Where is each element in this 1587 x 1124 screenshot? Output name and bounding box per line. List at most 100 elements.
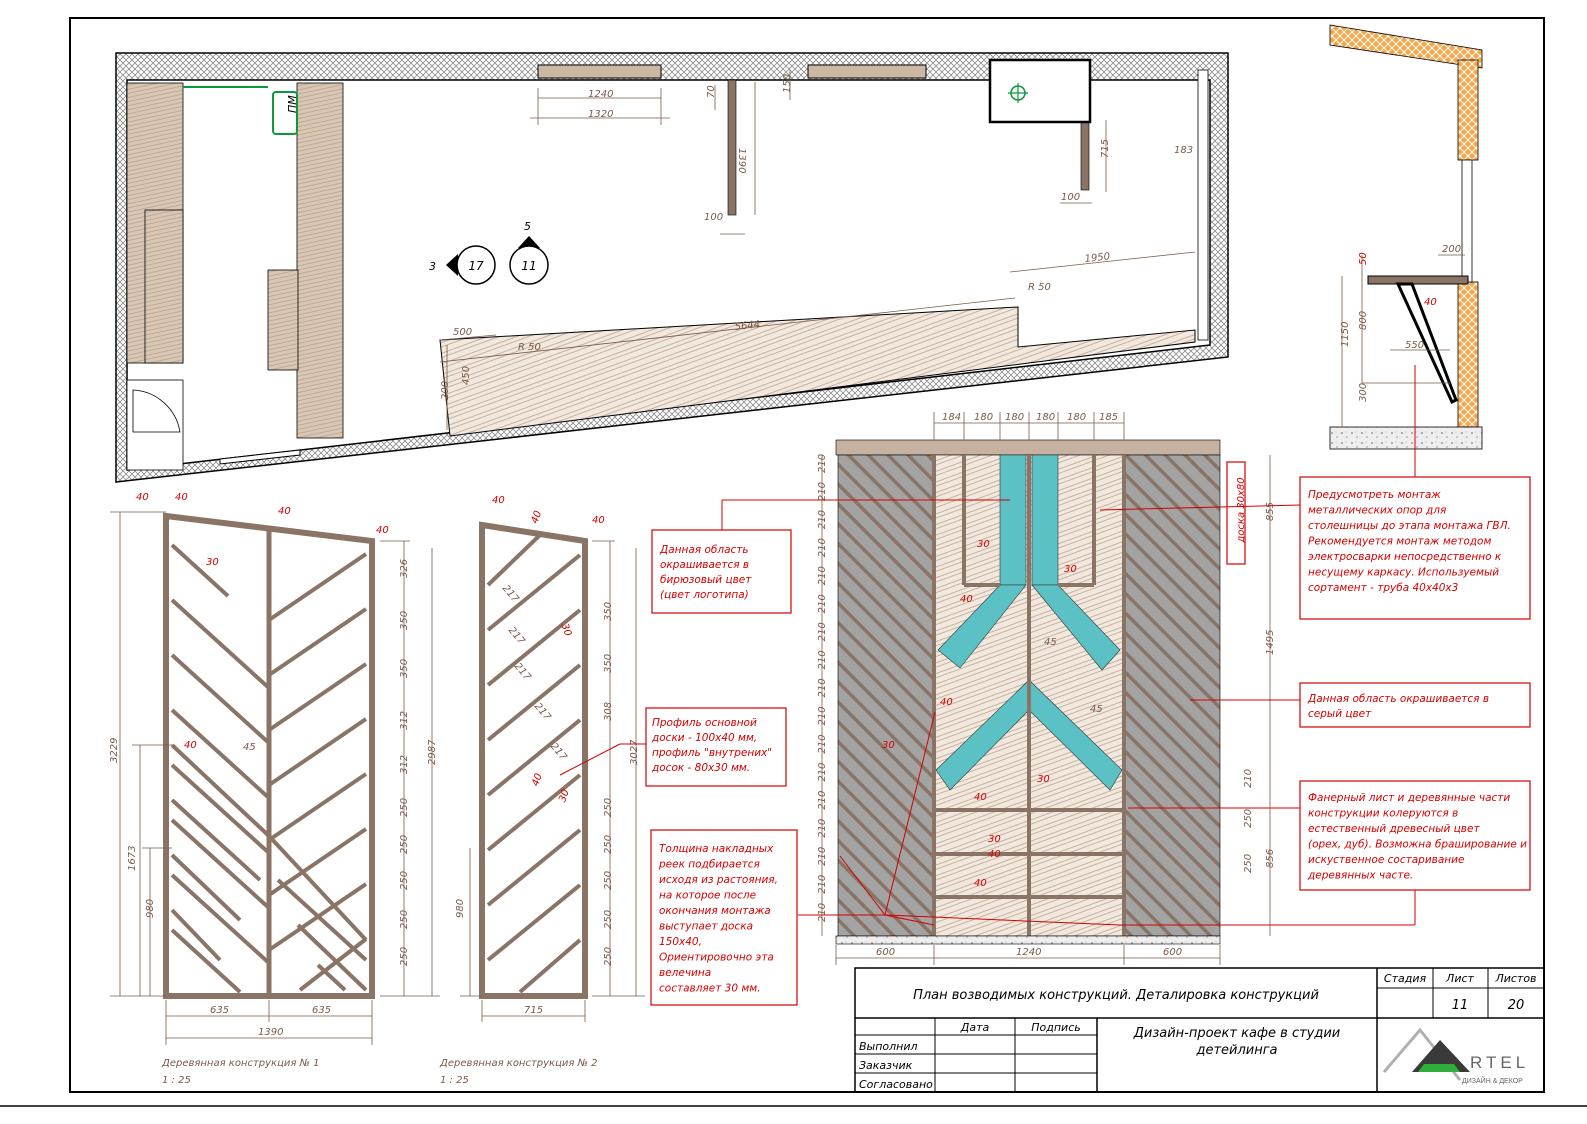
p1-right-2: 350	[399, 659, 410, 678]
dim-70: 70	[706, 85, 717, 98]
elev-top-3: 180	[1036, 412, 1055, 423]
p2-right-4: 250	[603, 835, 614, 854]
elev-a40c: 40	[974, 792, 987, 803]
elevation: 184 180 180 180 180 185 2102102102102102…	[817, 412, 1276, 965]
partition-a	[727, 79, 737, 216]
title-sheets-value: 20	[1508, 998, 1525, 1013]
p2-top-40b: 40	[530, 509, 545, 525]
panel1-caption: Деревянная конструкция № 1	[161, 1058, 320, 1069]
door-frame	[126, 379, 184, 471]
elev-top-2: 180	[1005, 412, 1024, 423]
p1-top-40a: 40	[136, 492, 149, 503]
elev-a40d: 40	[988, 849, 1001, 860]
elev-left-dim: 210	[817, 875, 828, 894]
turq-chevron-top-r	[1031, 584, 1121, 671]
elev-left-dim: 210	[817, 622, 828, 641]
window-bottom	[219, 449, 301, 465]
p1-right-3: 312	[399, 711, 410, 730]
elev-right-gray	[1123, 454, 1221, 937]
panel2-frame	[479, 521, 588, 999]
turq-strip-left	[999, 454, 1027, 586]
elev-bottom-1: 1240	[1016, 947, 1041, 958]
elev-left-dim: 210	[817, 706, 828, 725]
sec-dim-550: 550	[1405, 340, 1424, 351]
panel2-scale: 1 : 25	[440, 1075, 469, 1086]
p1-right-6: 250	[399, 835, 410, 854]
marker-top-num: 5	[524, 220, 531, 233]
board-label-box	[1226, 461, 1246, 565]
elev-right-1495: 1495	[1265, 630, 1276, 655]
elev-left-dim: 210	[817, 735, 828, 754]
section-bracket	[1395, 282, 1458, 405]
p1-h1673: 1673	[127, 846, 138, 871]
panel1-planks	[170, 543, 368, 994]
dim-150: 150	[782, 74, 793, 93]
p2-d30a: 30	[558, 622, 573, 638]
dim-5644: 5644	[734, 319, 760, 333]
title-role-0: Выполнил	[859, 1040, 918, 1053]
equipment-label: ПМ	[286, 95, 299, 113]
bar-counter	[439, 306, 1196, 437]
p1-top-40d: 40	[376, 525, 389, 536]
p1-right-4: 312	[399, 755, 410, 774]
p2-right-5: 250	[603, 871, 614, 890]
elev-a40b: 40	[940, 697, 953, 708]
p1-right-7: 250	[399, 871, 410, 890]
marker-right-circle	[509, 245, 549, 285]
sec-dim-300: 300	[1358, 383, 1369, 402]
title-block	[854, 967, 1545, 1093]
p1-right-9: 250	[399, 947, 410, 966]
logo-sub: ДИЗАЙН & ДЕКОР	[1462, 1076, 1523, 1085]
elev-top-1: 180	[974, 412, 993, 423]
elev-left-dim: 210	[817, 594, 828, 613]
elev-right-250a: 250	[1243, 809, 1254, 828]
p1-right-0: 326	[399, 559, 410, 578]
title-stage-label: Стадия	[1384, 972, 1427, 985]
section-ceiling	[1329, 24, 1483, 69]
dim-715: 715	[1100, 139, 1111, 158]
marker-right-circle-text: 11	[521, 259, 536, 273]
title-main: План возводимых конструкций. Деталировка…	[913, 988, 1319, 1003]
dim-500: 500	[453, 327, 472, 338]
panel-1: 40 40 40 40 30 40 45 326 350 350 312 312…	[109, 492, 440, 1086]
logo-text: RTEL	[1470, 1053, 1529, 1072]
dim-r50-left: R 50	[518, 342, 541, 353]
elev-left-dim: 210	[817, 538, 828, 557]
elev-left-dim: 210	[817, 510, 828, 529]
p2-h3027: 3027	[629, 739, 640, 765]
corner-room	[988, 58, 1092, 124]
elev-left-dim: 210	[817, 566, 828, 585]
elev-left-dim: 210	[817, 903, 828, 922]
elev-ang45b: 45	[1090, 704, 1103, 715]
elev-right-856: 856	[1265, 849, 1276, 868]
p1-dim-30: 30	[206, 557, 219, 568]
turq-chevron-top	[937, 584, 1027, 669]
marker-top-arrow	[518, 236, 540, 248]
p2-right-0: 350	[603, 602, 614, 621]
dim-100a: 100	[704, 212, 723, 223]
elev-a30a: 30	[977, 539, 990, 550]
elev-a30d: 30	[988, 834, 1001, 845]
p1-right-5: 250	[399, 798, 410, 817]
section-insulation-top	[1457, 59, 1479, 161]
panel2-planks	[486, 533, 582, 994]
elev-a30c: 30	[1037, 774, 1050, 785]
elev-top-board	[835, 439, 1221, 456]
window-top-2	[807, 64, 927, 79]
marker-left-arrow	[446, 254, 458, 276]
elev-a30b: 30	[1064, 564, 1077, 575]
marker-left-num: 3	[429, 260, 436, 273]
panel-2: 40 40 40 217 217 217 217 217 30 40 30 35…	[439, 495, 645, 1086]
sec-dim-800: 800	[1358, 311, 1369, 330]
dim-183: 183	[1174, 145, 1193, 156]
p1-h980: 980	[145, 899, 156, 918]
p1-angle: 45	[243, 742, 256, 753]
elev-left-dim: 210	[817, 454, 828, 473]
title-project-0: Дизайн-проект кафе в студии	[1133, 1026, 1341, 1041]
